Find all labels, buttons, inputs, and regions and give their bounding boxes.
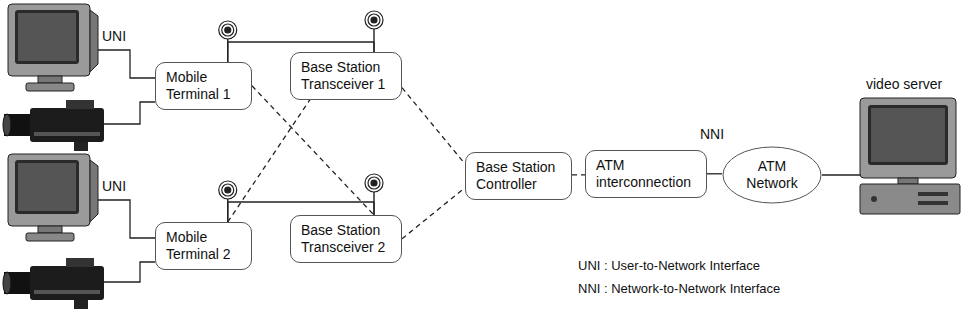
dashed-link [572, 174, 585, 175]
node-text: Mobile Terminal 1 [166, 69, 241, 103]
transceiver-box: Base Station Transceiver 1 [290, 52, 402, 100]
node-text: Mobile Terminal 2 [166, 229, 241, 263]
key-note: NNI : Network-to-Network Interface [578, 281, 780, 297]
transceiver-box: Base Station Transceiver 2 [290, 215, 402, 263]
monitor-icon [8, 154, 98, 241]
camera-icon [3, 258, 104, 309]
camera-icon [3, 100, 104, 151]
controller-box: Base Station Controller [465, 152, 572, 200]
monitor-icon [8, 4, 98, 91]
node-text: Base Station Controller [476, 159, 561, 193]
node-text: ATM Network [737, 158, 807, 192]
server-computer-icon [860, 98, 960, 214]
key-note: UNI : User-to-Network Interface [578, 258, 760, 274]
interface-label: UNI [102, 178, 126, 195]
dashed-link [252, 86, 374, 215]
node-text: ATM interconnection [596, 157, 696, 191]
network-ellipse: ATM Network [722, 146, 822, 204]
terminal-box: Mobile Terminal 1 [155, 62, 252, 110]
terminal-box: Mobile Terminal 2 [155, 222, 252, 270]
cable [98, 50, 860, 282]
solid-link [707, 173, 722, 174]
dashed-link [402, 88, 465, 164]
node-text: Base Station Transceiver 1 [301, 59, 391, 93]
interconnection-box: ATM interconnection [585, 150, 707, 198]
node-text: Base Station Transceiver 2 [301, 222, 391, 256]
dashed-link [228, 100, 310, 222]
interface-label: NNI [700, 126, 724, 143]
dashed-link [402, 188, 465, 239]
server-label: video server [866, 76, 942, 93]
interface-label: UNI [102, 28, 126, 45]
